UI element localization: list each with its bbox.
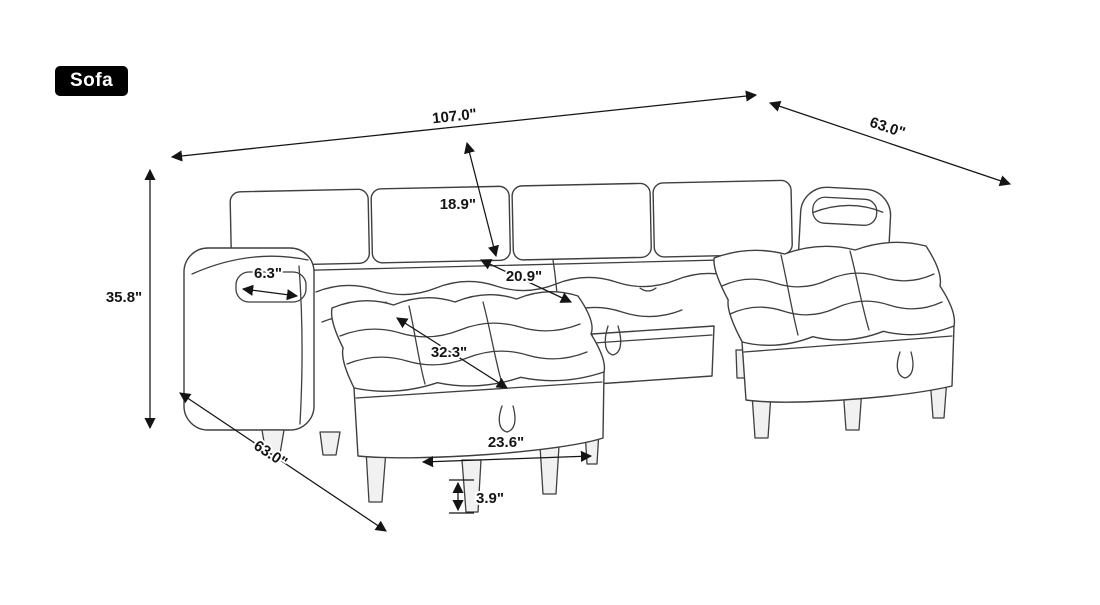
left-armrest <box>183 247 315 431</box>
dim-ottoman-width-label: 23.6" <box>488 434 524 451</box>
right-ottoman-skirt <box>741 325 955 403</box>
dim-back-height-label: 18.9" <box>440 196 476 213</box>
dim-overall-width-label: 107.0" <box>431 106 477 128</box>
middle-panel-face <box>591 325 715 385</box>
right-ottoman-tuft-row-1 <box>721 272 935 288</box>
right-arm-pad-seam <box>812 196 878 226</box>
middle-front-panel <box>591 325 715 385</box>
dim-armrest-width-arrow <box>241 284 299 301</box>
sofa-drawing <box>183 179 956 513</box>
dim-chaise-length-arrow <box>396 317 508 389</box>
dim-leg-height-label: 3.9" <box>476 490 504 507</box>
middle-panel-seam <box>593 334 713 344</box>
sofa-badge: Sofa <box>55 66 129 96</box>
left-ottoman-leg-3 <box>539 445 560 495</box>
dim-chaise-length-label: 32.3" <box>431 344 467 361</box>
back-cushions <box>229 179 793 267</box>
dim-back-height-arrow <box>464 141 499 258</box>
left-ottoman-skirt-seam <box>355 381 603 399</box>
sofa-badge-label: Sofa <box>70 70 114 91</box>
middle-panel-strap-handle <box>604 325 622 356</box>
dim-seat-depth-arrow <box>479 259 573 303</box>
dim-overall-height-label: 35.8" <box>106 289 142 306</box>
dim-ottoman-width-arrow <box>421 450 593 468</box>
dim-depth-bottom-arrow <box>179 392 387 532</box>
dim-depth-top-arrow <box>768 100 1012 187</box>
back-cushion-3 <box>511 182 652 261</box>
right-ottoman-tuft-row-2 <box>729 300 943 316</box>
left-arm-body <box>183 247 315 431</box>
left-ottoman-strap-handle <box>498 405 516 433</box>
right-ottoman-skirt-seam <box>743 335 953 353</box>
left-ottoman <box>330 290 606 513</box>
left-arm-roll-seam <box>191 255 309 275</box>
right-ottoman-top <box>713 241 956 346</box>
dim-armrest-width-label: 6.3" <box>254 265 282 282</box>
left-arm-pad-seam <box>235 271 307 303</box>
right-ottoman <box>713 241 956 439</box>
back-cushion-4 <box>652 179 793 258</box>
seat-dimple-3 <box>639 287 657 292</box>
sofa-leg-mid <box>319 431 341 456</box>
right-ottoman-tuft-col-1 <box>780 254 799 336</box>
left-ottoman-top <box>330 290 606 393</box>
right-ottoman-tuft-col-2 <box>849 250 870 331</box>
right-ottoman-strap-handle <box>896 351 914 379</box>
dim-overall-width-arrow <box>170 90 758 162</box>
dim-seat-depth-label: 20.9" <box>506 268 542 285</box>
